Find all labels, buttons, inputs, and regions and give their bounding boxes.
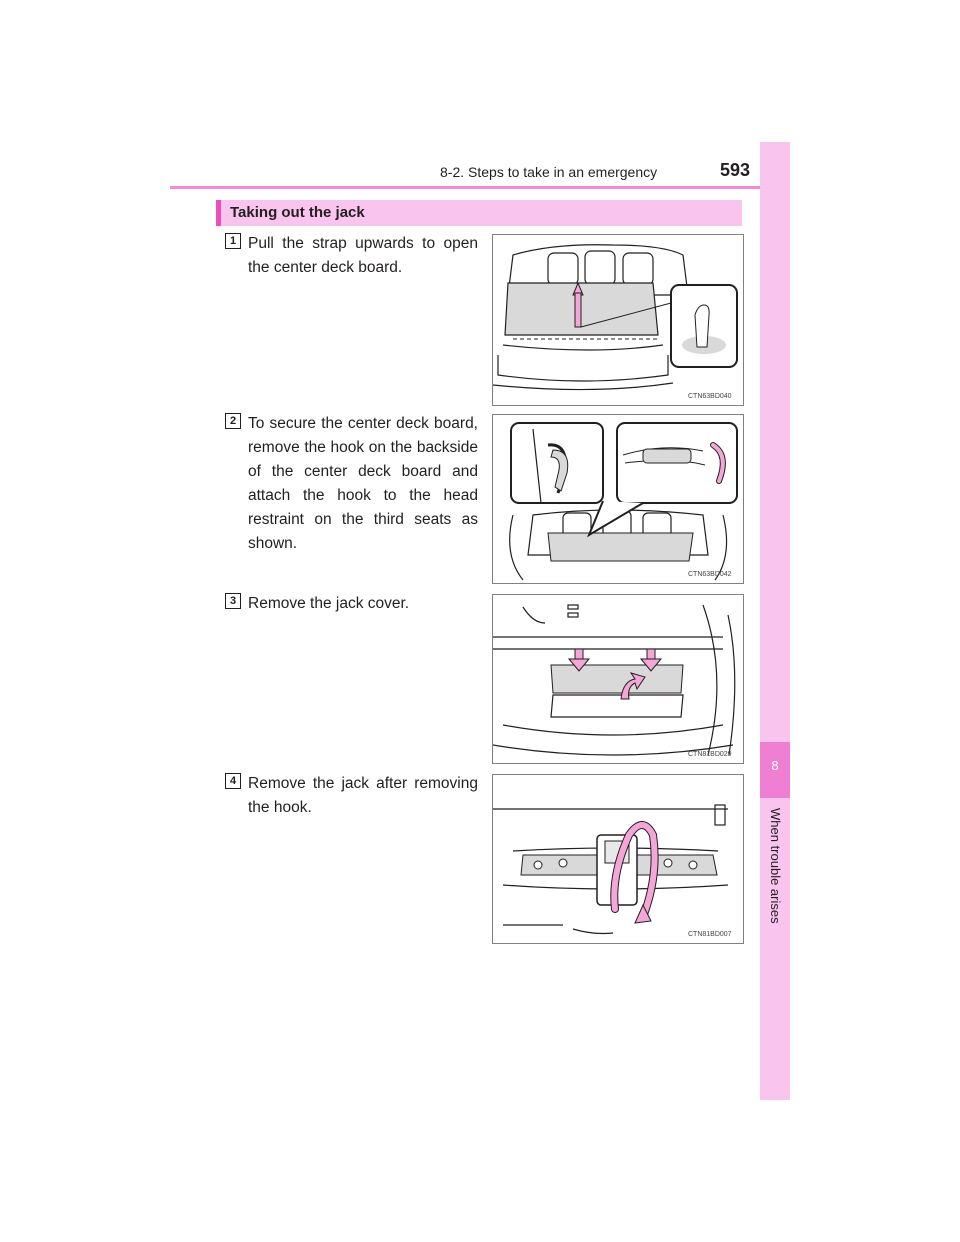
step-text: Remove the jack after removing the hook. [248, 775, 478, 816]
section-title: Taking out the jack [230, 204, 365, 221]
step-figure: CTN81BD007 [492, 774, 744, 944]
jack-removal-illustration [493, 804, 729, 935]
page-number: 593 [720, 160, 751, 180]
figure-code: CTN63BD040 [688, 393, 732, 400]
jack-cover-illustration [492, 604, 736, 756]
figure-code: CTN81BD029 [688, 751, 732, 758]
figure-code: CTN63BD042 [688, 571, 732, 578]
step-number-badge: 4 [225, 773, 241, 789]
section-heading-accent [216, 200, 221, 226]
chapter-number: 8 [771, 758, 779, 773]
step-text: Remove the jack cover. [248, 595, 410, 612]
chapter-side-tab [760, 142, 790, 1100]
step-number-badge: 1 [225, 233, 241, 249]
step-number-badge: 3 [225, 593, 241, 609]
step-number-badge: 2 [225, 413, 241, 429]
rear-cargo-illustration [492, 244, 738, 391]
chapter-number-block [760, 742, 790, 798]
section-heading-bar [216, 200, 742, 226]
step-figure: CTN81BD029 [492, 594, 744, 764]
head-restraint-hook-illustration [509, 422, 738, 581]
header-section-title: 8-2. Steps to take in an emergency [440, 164, 658, 180]
header-rule [170, 186, 790, 189]
figure-code: CTN81BD007 [688, 931, 732, 938]
step-figure: CTN63BD040 [492, 234, 744, 406]
chapter-label: When trouble arises [768, 808, 783, 924]
step-text: To secure the center deck board, remove … [248, 415, 478, 552]
step-figure: CTN63BD042 [492, 414, 744, 584]
step-text: Pull the strap upwards to open the cente… [248, 235, 478, 276]
